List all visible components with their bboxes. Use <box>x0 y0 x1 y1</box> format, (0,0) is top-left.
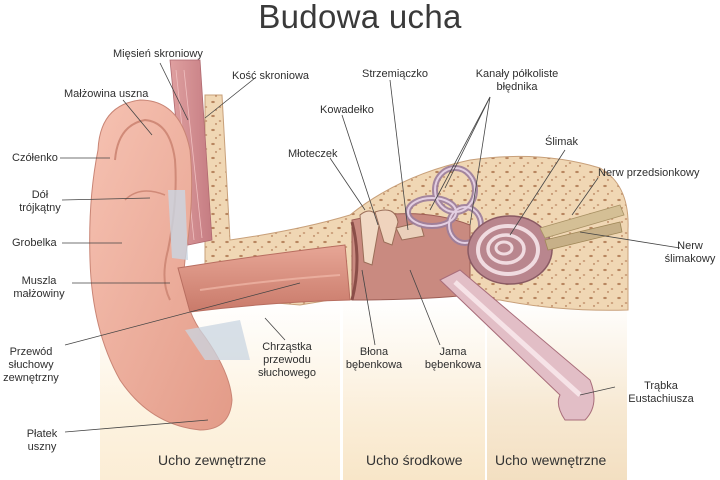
label-triangular-fossa-line2: trójkątny <box>19 202 61 214</box>
label-semicircular-canals-line2: błędnika <box>496 81 538 93</box>
label-cochlea: Ślimak <box>545 136 579 148</box>
label-malleus: Młoteczek <box>288 148 338 160</box>
label-semicircular-canals: Kanały półkoliste błędnika <box>463 68 571 94</box>
label-cochlear-nerve-line2: ślimakowy <box>664 253 716 265</box>
label-eardrum-line1: Błona <box>359 346 389 358</box>
label-eustachian-tube-line2: Eustachiusza <box>628 393 694 405</box>
label-incus: Kowadełko <box>320 104 374 116</box>
incus <box>374 209 399 246</box>
label-external-canal: Przewód słuchowy zewnętrzny <box>0 346 62 385</box>
label-cochlear-nerve: Nerw ślimakowy <box>660 240 720 266</box>
label-eardrum-line2: bębenkowa <box>345 359 403 371</box>
label-earlobe-line2: uszny <box>27 441 57 453</box>
label-tympanic-cavity: Jama bębenkowa <box>421 346 485 372</box>
diagram-title: Budowa ucha <box>258 0 462 35</box>
label-concha: Muszla małżowiny <box>8 275 70 301</box>
label-triangular-fossa: Dół trójkątny <box>18 189 62 215</box>
section-inner-ear: Ucho wewnętrzne <box>495 452 607 468</box>
label-canal-cartilage-line1: Chrząstka <box>262 341 312 353</box>
label-earlobe: Płatek uszny <box>20 428 64 454</box>
label-eustachian-tube: Trąbka Eustachiusza <box>618 380 704 406</box>
eustachian-tube <box>439 269 595 421</box>
eardrum <box>350 221 359 301</box>
section-outer-ear: Ucho zewnętrzne <box>158 452 267 468</box>
middle-ear-zone <box>343 300 485 480</box>
label-triangular-fossa-line1: Dół <box>31 189 49 201</box>
label-eardrum: Błona bębenkowa <box>343 346 405 372</box>
label-external-canal-line1: Przewód <box>9 346 53 358</box>
label-tympanic-cavity-line2: bębenkowa <box>424 359 482 371</box>
label-canal-cartilage-line2: przewodu <box>263 354 311 366</box>
label-eustachian-tube-line1: Trąbka <box>644 380 678 392</box>
cartilage-upper <box>168 190 188 260</box>
label-stapes: Strzemiączko <box>362 68 429 80</box>
label-scapha: Czółenko <box>12 152 58 164</box>
label-temporal-bone: Kość skroniowa <box>232 70 310 82</box>
label-canal-cartilage-line3: słuchowego <box>257 367 317 379</box>
label-concha-line1: Muszla <box>21 275 57 287</box>
label-antihelix: Grobelka <box>12 237 57 249</box>
label-semicircular-canals-line1: Kanały półkoliste <box>475 68 559 80</box>
stapes <box>395 221 425 241</box>
cartilage-lower <box>185 320 250 360</box>
label-vestibular-nerve: Nerw przedsionkowy <box>598 167 700 179</box>
label-concha-line2: małżowiny <box>13 288 65 300</box>
label-earlobe-line1: Płatek <box>26 428 58 440</box>
label-tympanic-cavity-line1: Jama <box>439 346 467 358</box>
section-middle-ear: Ucho środkowe <box>366 452 463 468</box>
label-canal-cartilage: Chrząstka przewodu słuchowego <box>250 341 324 380</box>
label-external-canal-line3: zewnętrzny <box>3 372 59 384</box>
label-auricle: Małżowina uszna <box>64 88 149 100</box>
leader-lines <box>60 62 681 433</box>
cochlea <box>467 215 553 285</box>
auricle <box>89 99 233 431</box>
vestibular-nerve <box>539 204 625 239</box>
label-temporal-muscle: Mięsień skroniowy <box>113 48 203 60</box>
malleus <box>359 210 381 266</box>
label-cochlear-nerve-line1: Nerw <box>677 240 703 252</box>
label-external-canal-line2: słuchowy <box>8 359 54 371</box>
cochlear-nerve <box>544 221 623 251</box>
ear-canal <box>177 244 351 313</box>
